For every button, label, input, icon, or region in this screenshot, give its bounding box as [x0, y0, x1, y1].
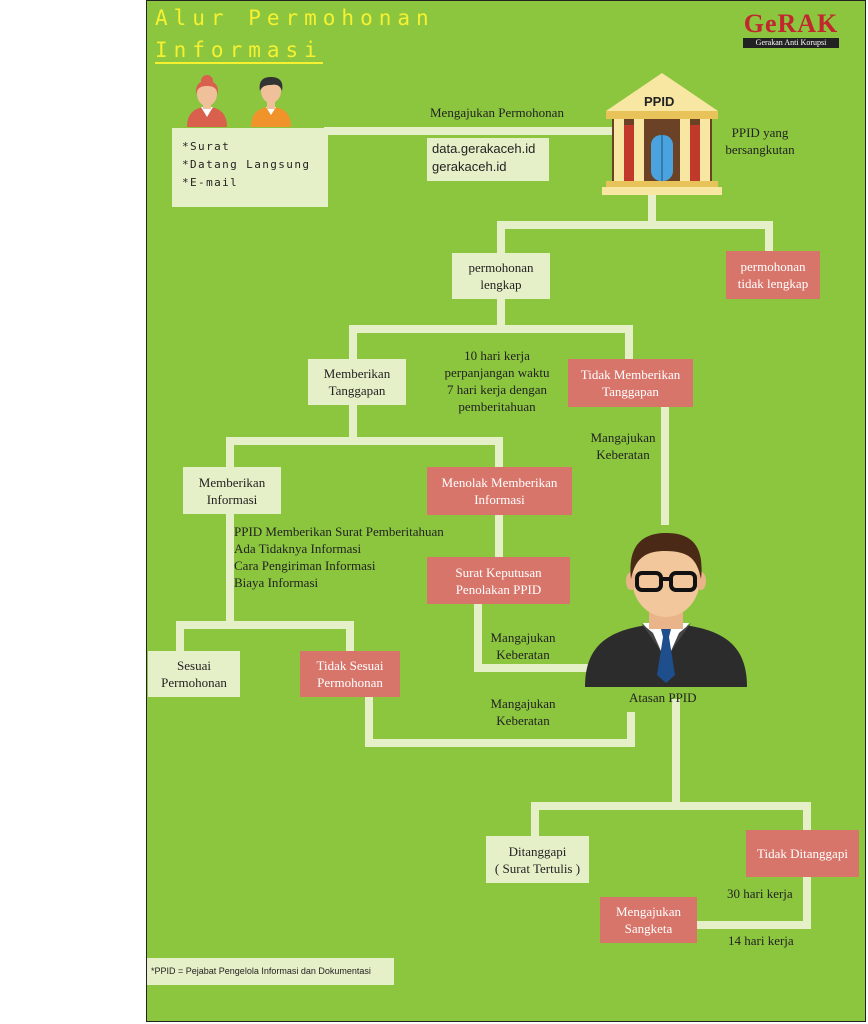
man-icon [251, 77, 291, 127]
note-waktu-3: 7 hari kerja dengan [447, 382, 547, 397]
title-line-2: Informasi [155, 38, 323, 64]
title-line-2-wrap: Informasi [155, 37, 323, 64]
note-waktu: 10 hari kerja perpanjangan waktu 7 hari … [425, 347, 569, 415]
atasan-ppid-caption: Atasan PPID [629, 690, 697, 705]
woman-icon [187, 75, 227, 127]
connector-lines [176, 127, 811, 929]
line-surat-to-atasan [474, 599, 593, 672]
ppid-caption-2: bersangkutan [725, 142, 795, 157]
footnote: *PPID = Pejabat Pengelola Informasi dan … [147, 958, 394, 985]
logo-tagline: Gerakan Anti Korupsi [743, 38, 839, 48]
line-tidak-ditanggapi-to-sengketa [693, 873, 811, 929]
method-surat: *Surat [182, 140, 231, 153]
website-1: data.gerakaceh.id [432, 141, 536, 156]
note-14-hari-kerja: 14 hari kerja [728, 933, 794, 948]
note-waktu-1: 10 hari kerja [464, 348, 530, 363]
atasan-ppid-icon [585, 533, 747, 687]
websites-box: data.gerakaceh.id gerakaceh.id [427, 138, 549, 181]
title-line-1: Alur Permohonan [155, 6, 435, 30]
ppid-caption: PPID yang bersangkutan [715, 124, 805, 158]
note-waktu-4: pemberitahuan [458, 399, 536, 414]
logo-name: GeRAK [743, 9, 839, 38]
ppid-sign: PPID [644, 94, 675, 109]
line-tidak-sesuai-to-atasan [365, 693, 635, 747]
method-datang-langsung: *Datang Langsung [182, 158, 311, 171]
note-waktu-2: perpanjangan waktu [444, 365, 550, 380]
node-tidak-ditanggapi: Tidak Ditanggapi [746, 830, 859, 877]
ppid-building-icon [602, 73, 722, 195]
gerak-logo: GeRAK Gerakan Anti Korupsi [743, 11, 839, 49]
node-ditanggapi: Ditanggapi( Surat Tertulis ) [486, 836, 589, 883]
method-email: *E-mail [182, 176, 239, 189]
website-2: gerakaceh.id [432, 159, 507, 174]
submission-methods-box: *Surat *Datang Langsung *E-mail [172, 128, 328, 207]
note-30-hari-kerja: 30 hari kerja [727, 886, 793, 901]
note-surat-pemberitahuan: PPID Memberikan Surat Pemberitahuan Ada … [234, 524, 444, 590]
ppid-caption-1: PPID yang [731, 125, 789, 140]
submit-label: Mengajukan Permohonan [430, 105, 564, 120]
diagram-canvas: Alur Permohonan Informasi GeRAK Gerakan … [146, 0, 866, 1022]
